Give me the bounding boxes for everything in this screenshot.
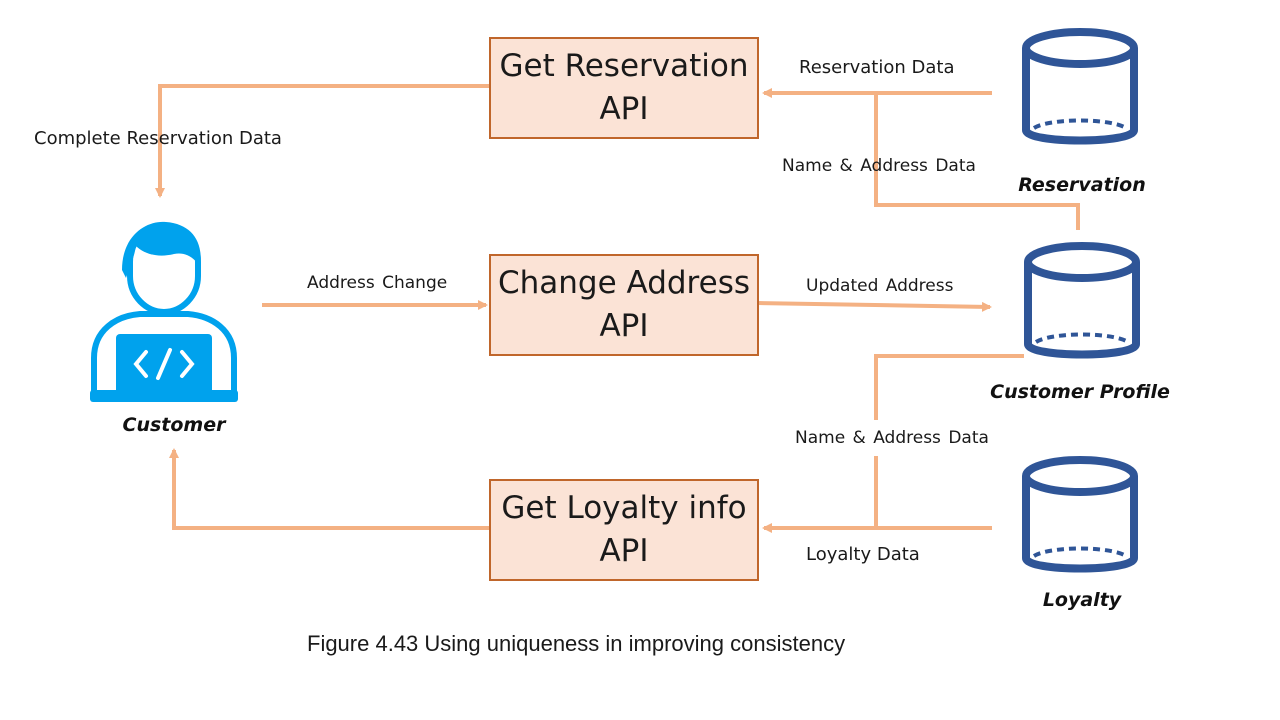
get-reservation-api-box: Get Reservation API	[489, 37, 759, 139]
customer-profile-db-label: Customer Profile	[990, 381, 1170, 403]
get-reservation-api-subtitle: API	[599, 91, 649, 127]
arrow-name-address-bottom	[874, 354, 1024, 420]
get-loyalty-api-title: Get Loyalty info	[501, 489, 747, 526]
loyalty-data-label: Loyalty Data	[806, 544, 920, 565]
loyalty-database-icon	[1022, 456, 1138, 573]
get-loyalty-api-box: Get Loyalty info API	[489, 479, 759, 581]
get-reservation-api-title: Get Reservation	[499, 47, 749, 84]
address-change-label: Address Change	[307, 273, 448, 293]
developer-person-icon	[90, 221, 238, 402]
get-loyalty-api-subtitle: API	[599, 533, 649, 569]
change-address-api-box: Change Address API	[489, 254, 759, 356]
loyalty-db-label: Loyalty	[1042, 589, 1122, 611]
customer-profile-database-icon	[1024, 242, 1140, 359]
figure-caption: Figure 4.43 Using uniqueness in improvin…	[307, 631, 846, 656]
complete-reservation-data-label: Complete Reservation Data	[34, 128, 282, 149]
customer-label: Customer	[122, 414, 226, 436]
updated-address-label: Updated Address	[806, 276, 954, 296]
change-address-api-title: Change Address	[498, 264, 750, 301]
arrow-to-customer	[169, 448, 490, 530]
reservation-database-icon	[1022, 28, 1138, 145]
reservation-db-label: Reservation	[1018, 174, 1146, 196]
name-address-data-top-label: Name & Address Data	[782, 156, 976, 176]
name-address-data-bottom-label: Name & Address Data	[795, 428, 989, 448]
reservation-data-label: Reservation Data	[799, 57, 955, 78]
arrow-name-address-top	[874, 93, 1080, 230]
arrow-complete-reservation	[155, 84, 490, 198]
arrow-updated-address	[757, 301, 992, 312]
change-address-api-subtitle: API	[599, 308, 649, 344]
